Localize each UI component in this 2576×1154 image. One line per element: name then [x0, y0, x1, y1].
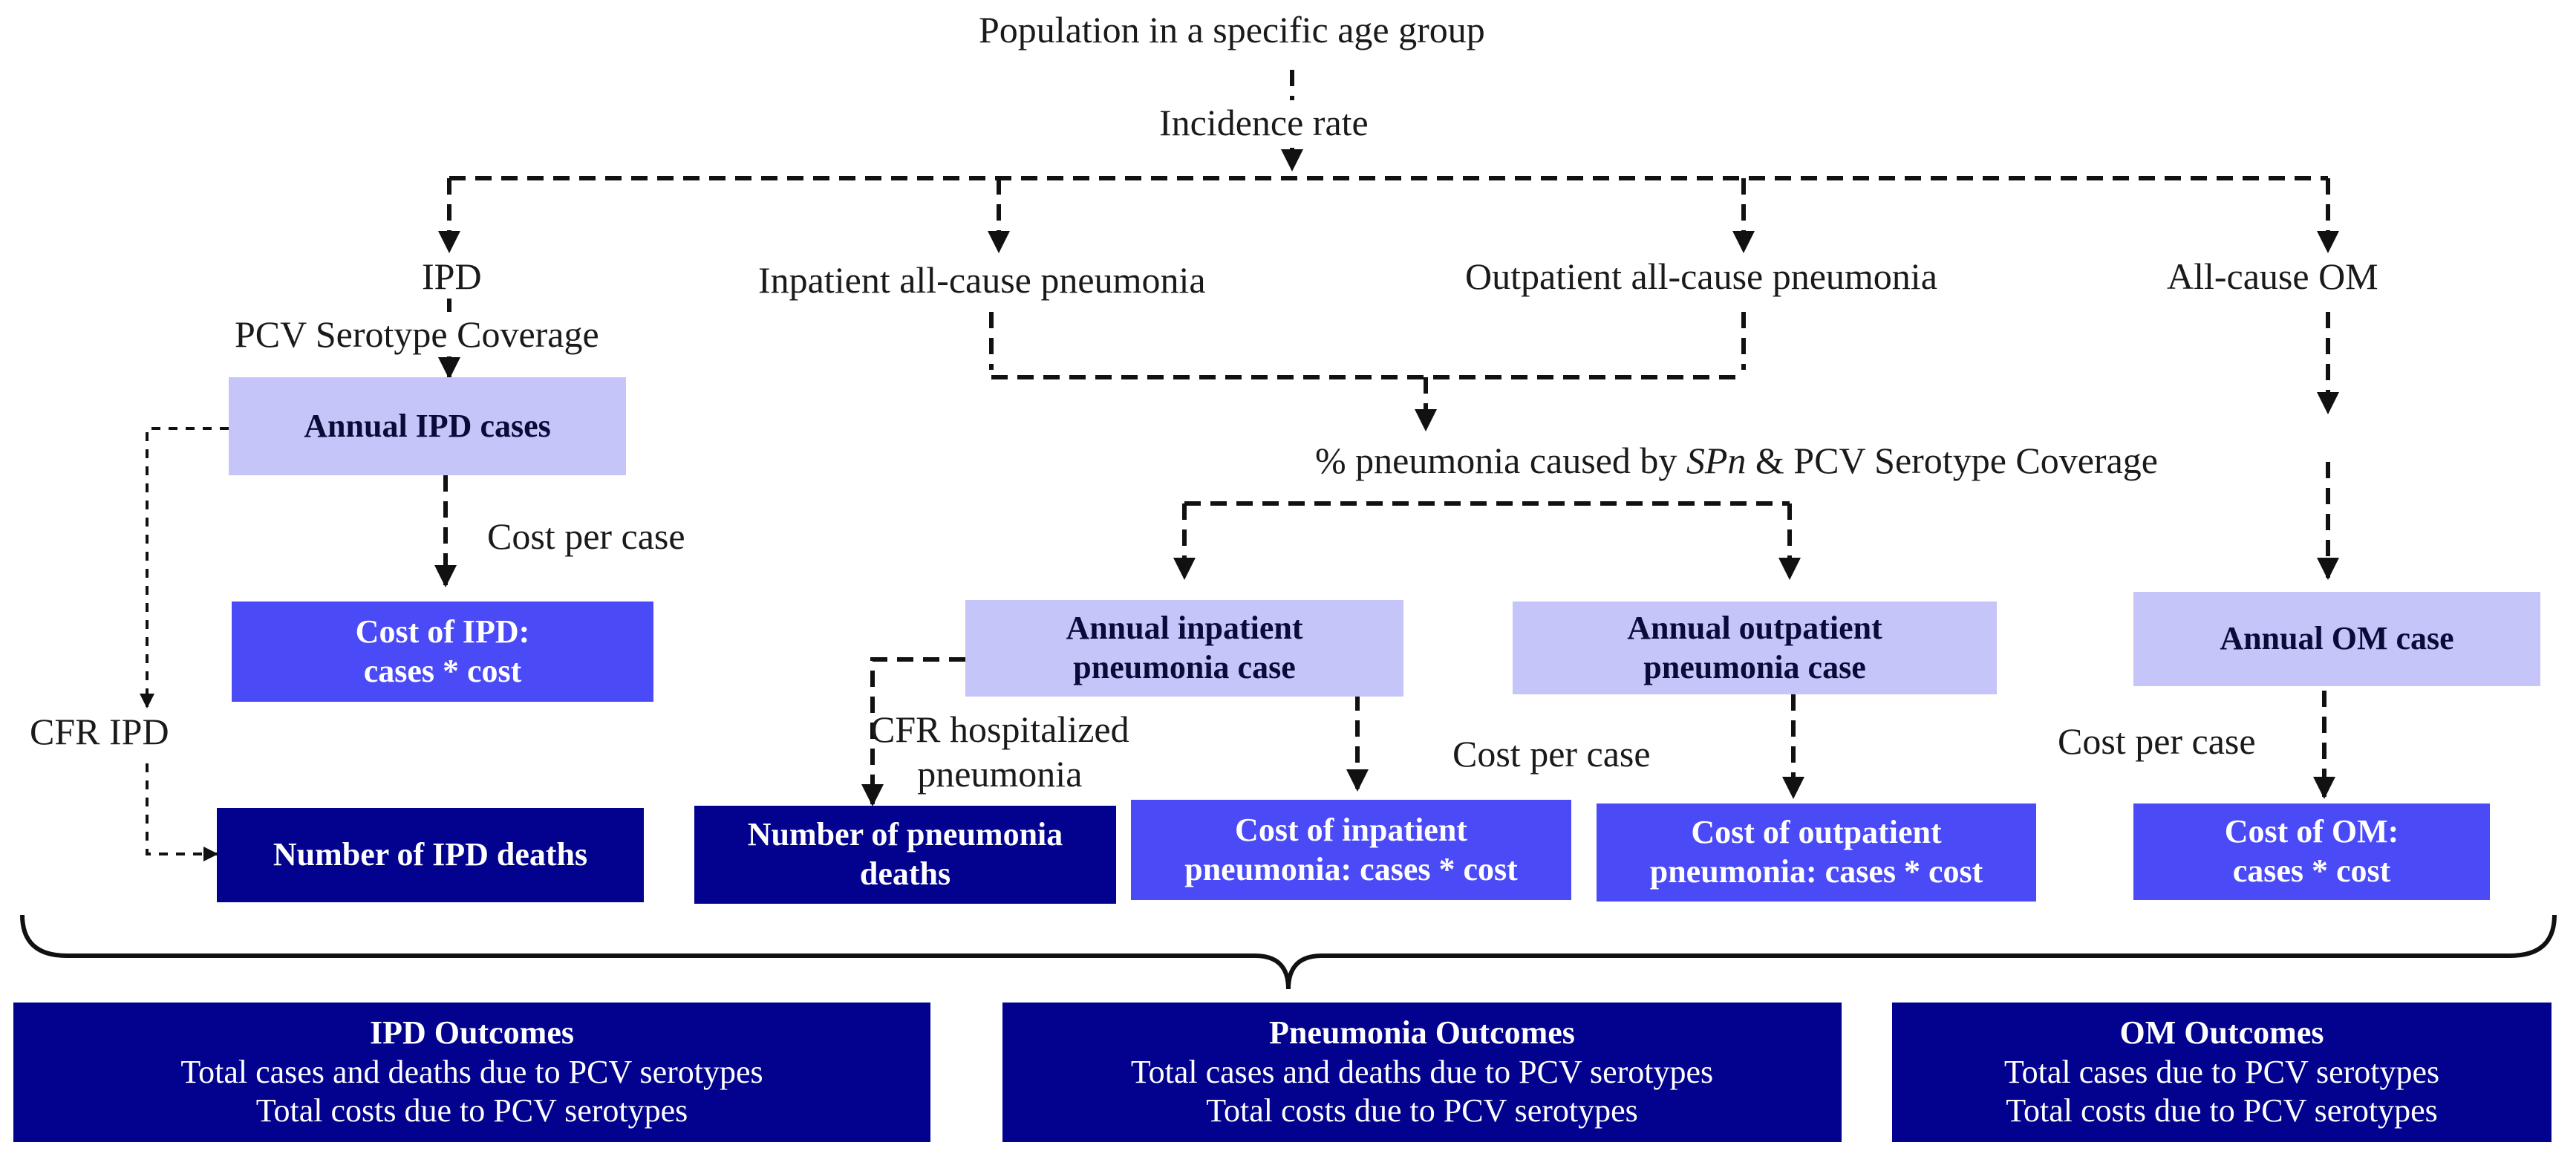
outcome-om: OM Outcomes Total cases due to PCV serot…	[1892, 1003, 2551, 1142]
node-all-cause-om: All-cause OM	[2162, 254, 2383, 299]
box-annual-outpatient-pneumonia: Annual outpatient pneumonia case	[1513, 602, 1997, 694]
outcome-om-line2: Total costs due to PCV serotypes	[2006, 1092, 2438, 1129]
box-cost-of-outpatient-pneumonia: Cost of outpatient pneumonia: cases * co…	[1597, 803, 2036, 902]
outcome-pneumonia-line1: Total cases and deaths due to PCV seroty…	[1130, 1053, 1714, 1090]
outcome-om-line1: Total cases due to PCV serotypes	[2003, 1053, 2440, 1090]
label-cost-per-case-pneumonia: Cost per case	[1448, 731, 1655, 776]
box-cost-of-om: Cost of OM: cases * cost	[2133, 803, 2490, 900]
outcome-ipd-line2: Total costs due to PCV serotypes	[255, 1092, 688, 1129]
box-annual-ipd-cases: Annual IPD cases	[229, 377, 626, 475]
node-inpatient-pneumonia: Inpatient all-cause pneumonia	[754, 258, 1210, 302]
outcome-brace	[20, 914, 2557, 990]
edge-annual-ipd-cfr	[140, 427, 229, 708]
label-cost-per-case-ipd: Cost per case	[483, 514, 690, 558]
node-incidence-rate: Incidence rate	[1155, 100, 1373, 145]
outcome-pneumonia-title: Pneumonia Outcomes	[1269, 1014, 1575, 1051]
edge-inpatient-deaths	[861, 657, 965, 806]
outcome-pneumonia: Pneumonia Outcomes Total cases and death…	[1002, 1003, 1842, 1142]
box-number-of-ipd-deaths: Number of IPD deaths	[217, 808, 644, 902]
box-annual-om-case: Annual OM case	[2133, 592, 2540, 686]
box-number-of-pneumonia-deaths: Number of pneumonia deaths	[694, 806, 1116, 904]
outcome-ipd-line1: Total cases and deaths due to PCV seroty…	[180, 1053, 763, 1090]
node-ipd: IPD	[417, 254, 486, 299]
outcome-pneumonia-line2: Total costs due to PCV serotypes	[1206, 1092, 1638, 1129]
node-pcv-serotype-coverage: PCV Serotype Coverage	[230, 312, 604, 356]
node-outpatient-pneumonia: Outpatient all-cause pneumonia	[1461, 254, 1942, 299]
box-annual-inpatient-pneumonia: Annual inpatient pneumonia case	[965, 600, 1403, 697]
node-pct-pneumonia: % pneumonia caused by SPn & PCV Serotype…	[1311, 438, 2162, 483]
outcome-ipd: IPD Outcomes Total cases and deaths due …	[13, 1003, 930, 1142]
outcome-ipd-title: IPD Outcomes	[370, 1014, 574, 1051]
box-cost-of-ipd: Cost of IPD: cases * cost	[232, 602, 653, 702]
box-cost-of-inpatient-pneumonia: Cost of inpatient pneumonia: cases * cos…	[1131, 800, 1571, 900]
node-cfr-ipd: CFR IPD	[25, 709, 174, 754]
cfr-hosp-line1: CFR hospitalized	[870, 708, 1129, 750]
node-cfr-hospitalized-pneumonia: CFR hospitalized pneumonia	[870, 707, 1129, 796]
node-population: Population in a specific age group	[974, 7, 1490, 52]
outcome-om-title: OM Outcomes	[2119, 1014, 2324, 1051]
edge-cfr-ipd-deaths	[146, 763, 218, 861]
cfr-hosp-line2: pneumonia	[917, 753, 1083, 795]
label-cost-per-case-om: Cost per case	[2053, 719, 2260, 763]
